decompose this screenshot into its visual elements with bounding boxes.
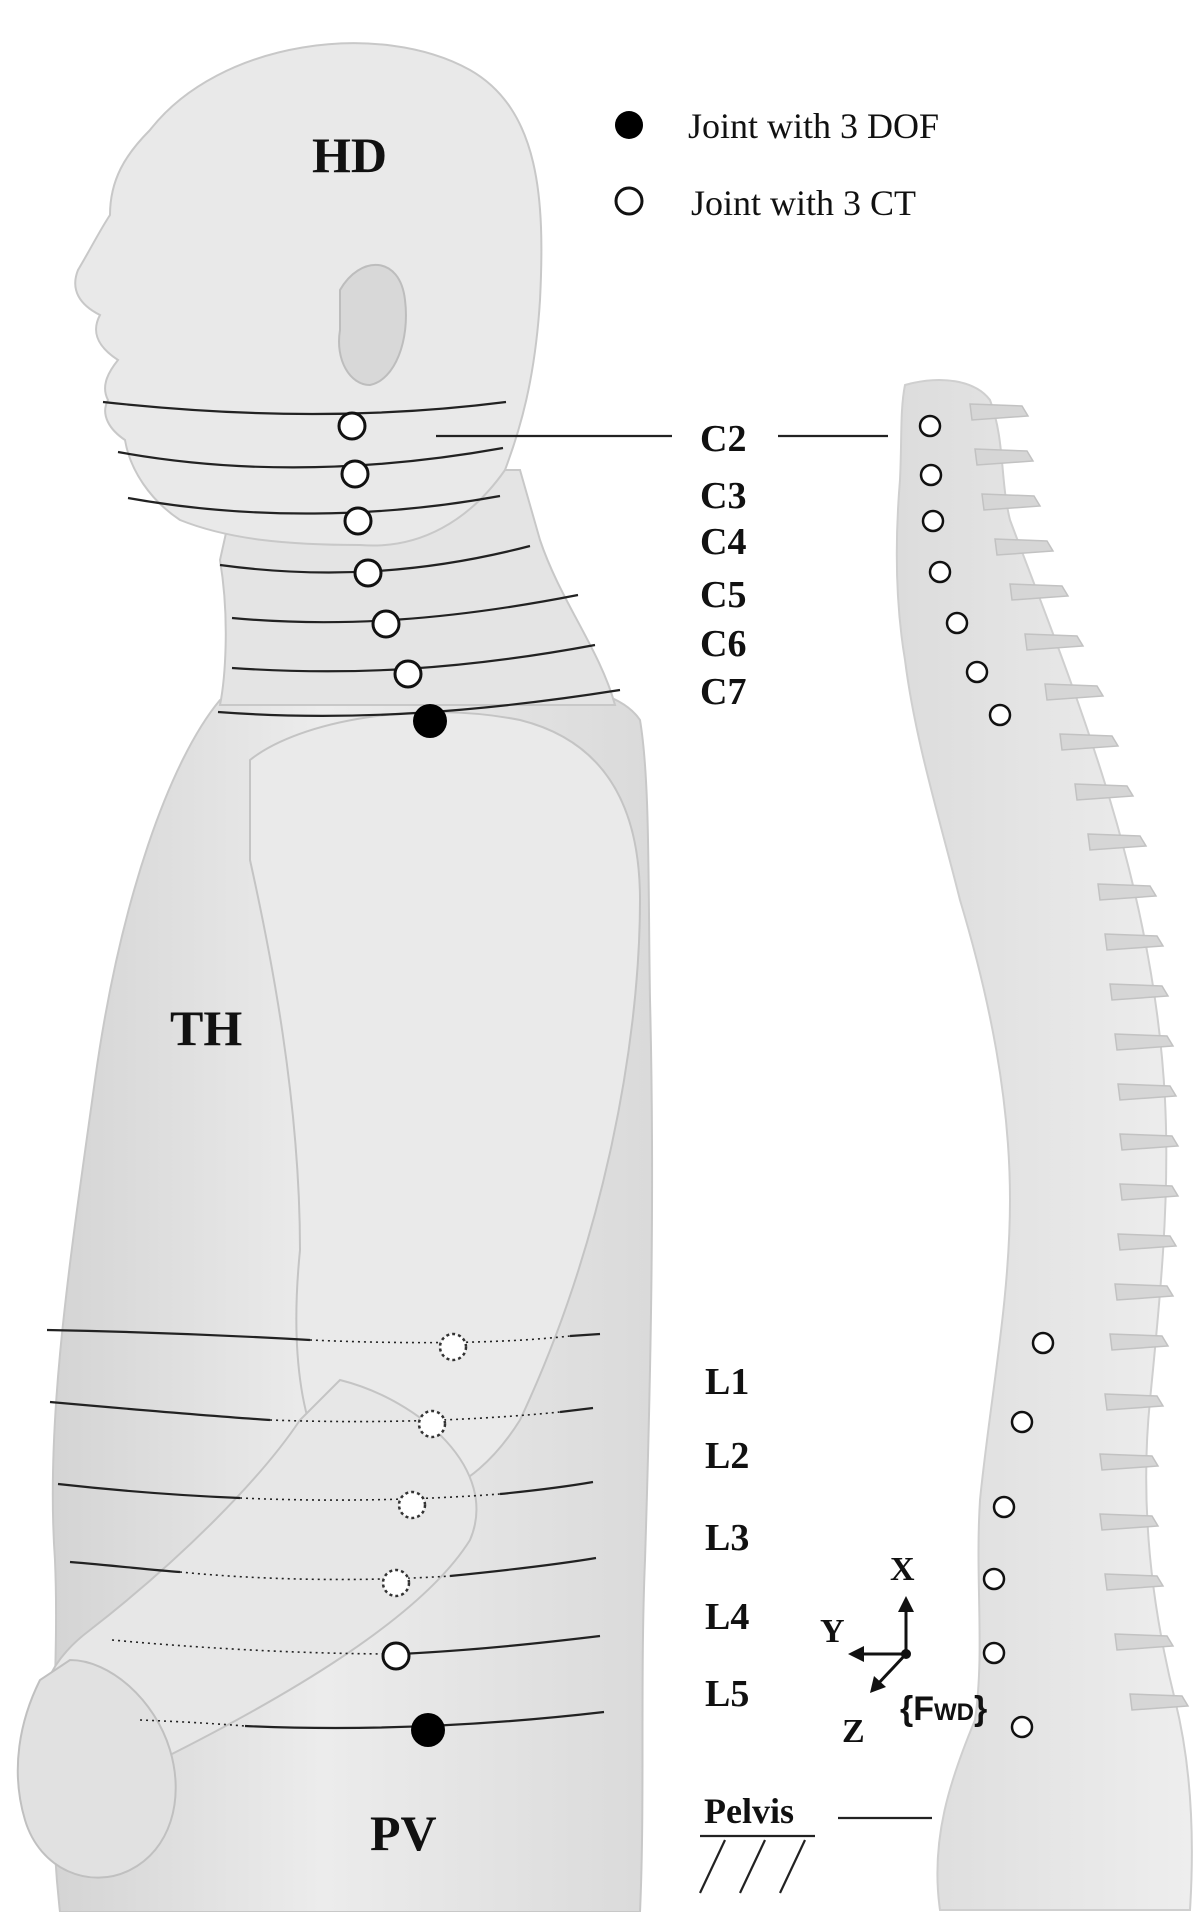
vertebra-label-c5: C5	[700, 574, 746, 616]
cervical-labels: C2 C3 C4 C5 C6 C7	[700, 418, 746, 713]
segment-label-thorax: TH	[170, 1000, 242, 1056]
head-shape	[75, 43, 541, 545]
spine-joint-l4	[984, 1569, 1004, 1589]
spinous-process	[982, 494, 1040, 510]
vertebra-label-l2: L2	[705, 1435, 749, 1477]
spinous-process	[1025, 634, 1083, 650]
body-joint-c7	[395, 661, 421, 687]
frame-name-prefix: {F	[900, 1690, 934, 1728]
body-joint-l2	[419, 1411, 445, 1437]
spinous-process	[1118, 1234, 1176, 1250]
frame-y-label: Y	[820, 1613, 845, 1650]
segment-label-pelvis-segment: PV	[370, 1805, 437, 1861]
spine-joint-c3	[921, 465, 941, 485]
body-joint-c4	[345, 508, 371, 534]
body-joint-l5	[383, 1643, 409, 1669]
body-joint-c6	[373, 611, 399, 637]
spine-joint-t1	[990, 705, 1010, 725]
spinous-process	[1115, 1284, 1173, 1300]
spinous-process	[1120, 1184, 1178, 1200]
ground-hatch-1	[700, 1840, 725, 1893]
frame-z-label: Z	[842, 1713, 865, 1750]
frame-z-axis-line	[876, 1654, 906, 1686]
spinous-process	[1120, 1134, 1178, 1150]
body-joint-s1	[411, 1713, 445, 1747]
body-joint-c3	[342, 461, 368, 487]
body-joint-l1	[440, 1334, 466, 1360]
spinous-process	[1110, 1334, 1168, 1350]
spinous-process	[1010, 584, 1068, 600]
body-joint-l4	[383, 1570, 409, 1596]
spinous-process	[1075, 784, 1133, 800]
spinous-process	[1098, 884, 1156, 900]
legend-ct-marker	[616, 188, 642, 214]
legend-dof-marker	[615, 111, 643, 139]
legend-ct-label: Joint with 3 CT	[691, 183, 916, 223]
spine-joint-s1	[1012, 1717, 1032, 1737]
spine-joint-l5	[984, 1643, 1004, 1663]
vertebra-label-c6: C6	[700, 623, 746, 665]
body-joint-t1	[413, 704, 447, 738]
vertebra-label-l1: L1	[705, 1361, 749, 1403]
frame-y-arrowhead	[848, 1646, 864, 1662]
spinous-process	[970, 404, 1028, 420]
world-frame	[848, 1596, 914, 1693]
spine-joint-c7	[967, 662, 987, 682]
spinous-process	[1100, 1514, 1158, 1530]
spinous-process	[1110, 984, 1168, 1000]
frame-name-subscript: WD	[934, 1699, 974, 1726]
vertebra-label-c4: C4	[700, 521, 746, 563]
frame-name-suffix: }	[974, 1690, 987, 1728]
spinous-process	[995, 539, 1053, 555]
body-joint-c5	[355, 560, 381, 586]
vertebra-label-c3: C3	[700, 475, 746, 517]
spinous-process	[975, 449, 1033, 465]
spinous-process	[1045, 684, 1103, 700]
spine-joint-c6	[947, 613, 967, 633]
vertebra-label-l5: L5	[705, 1673, 749, 1715]
ground-hatch-3	[780, 1840, 805, 1893]
spinous-process	[1105, 934, 1163, 950]
frame-x-arrowhead	[898, 1596, 914, 1612]
spine-joint-l1	[1033, 1333, 1053, 1353]
body-joint-l3	[399, 1492, 425, 1518]
vertebra-label-c7: C7	[700, 671, 746, 713]
spine-joint-c2	[920, 416, 940, 436]
frame-origin	[901, 1649, 911, 1659]
spinous-process	[1060, 734, 1118, 750]
spine-joint-c4	[923, 511, 943, 531]
spine-column-illustration	[897, 380, 1192, 1910]
spine-joint-c5	[930, 562, 950, 582]
frame-x-label: X	[890, 1551, 915, 1588]
spinous-process	[1115, 1034, 1173, 1050]
vertebra-label-l3: L3	[705, 1517, 749, 1559]
frame-name-label: {FWD}	[900, 1690, 987, 1728]
body-joint-c2	[339, 413, 365, 439]
legend: Joint with 3 DOF Joint with 3 CT	[615, 106, 939, 223]
vertebra-label-c2: C2	[700, 418, 746, 460]
spine-joint-l2	[1012, 1412, 1032, 1432]
spinous-process	[1100, 1454, 1158, 1470]
lumbar-labels: L1 L2 L3 L4 L5	[705, 1361, 749, 1715]
spinous-process	[1088, 834, 1146, 850]
pelvis-label: Pelvis	[704, 1791, 794, 1831]
legend-dof-label: Joint with 3 DOF	[688, 106, 939, 146]
vertebra-label-l4: L4	[705, 1596, 749, 1638]
segment-label-head: HD	[312, 127, 387, 183]
spinous-process	[1105, 1394, 1163, 1410]
ground-hatch-2	[740, 1840, 765, 1893]
human-body-silhouette	[18, 43, 652, 1912]
spine-joint-l3	[994, 1497, 1014, 1517]
spinous-process	[1130, 1694, 1188, 1710]
spinous-process	[1118, 1084, 1176, 1100]
